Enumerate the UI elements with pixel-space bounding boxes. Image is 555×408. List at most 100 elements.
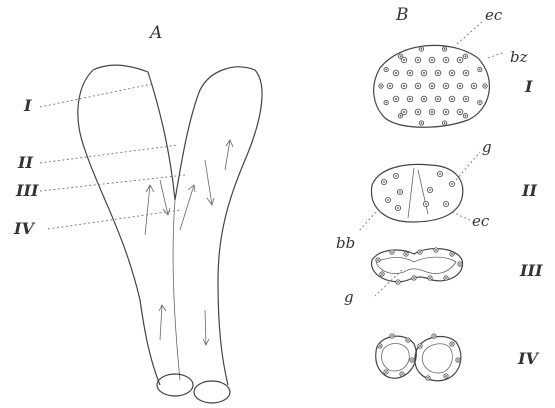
section-4-rim-cell-nucleus bbox=[385, 371, 387, 373]
section-2-cell-nucleus bbox=[397, 207, 399, 209]
vessel-outline bbox=[78, 65, 262, 385]
section-3-lumen bbox=[376, 257, 456, 273]
section-2-cell-nucleus bbox=[425, 203, 427, 205]
section-1-cell-nucleus bbox=[445, 59, 447, 61]
section-1-cell-nucleus bbox=[403, 59, 405, 61]
label-ec-top: ec bbox=[485, 6, 503, 24]
section-3-rim-cell-nucleus bbox=[445, 277, 447, 279]
leader-level-1 bbox=[40, 84, 152, 107]
section-1-cell-nucleus bbox=[417, 111, 419, 113]
section-4-rim-cell-nucleus bbox=[379, 345, 381, 347]
level-label-a-4: IV bbox=[13, 219, 35, 238]
panel-a-label: A bbox=[148, 23, 162, 43]
section-2-cell-nucleus bbox=[383, 181, 385, 183]
label-bb: bb bbox=[336, 234, 355, 252]
section-1-rim-cell-nucleus bbox=[421, 48, 423, 50]
section-1-rim-cell-nucleus bbox=[484, 85, 486, 87]
section-1-cell-nucleus bbox=[417, 59, 419, 61]
section-3-rim-cell-nucleus bbox=[391, 251, 393, 253]
section-4-right-lumen bbox=[422, 344, 452, 373]
section-4-rim-cell-nucleus bbox=[433, 335, 435, 337]
leader-ec-top bbox=[457, 22, 482, 44]
section-1-rim-cell-nucleus bbox=[385, 69, 387, 71]
section-1-rim-cell-nucleus bbox=[400, 115, 402, 117]
level-label-b-1: I bbox=[524, 77, 533, 96]
section-3-rim-cell-nucleus bbox=[413, 277, 415, 279]
section-2-cell-nucleus bbox=[429, 189, 431, 191]
level-label-b-2: II bbox=[521, 181, 537, 200]
section-2-cell-nucleus bbox=[445, 203, 447, 205]
panel-b-label: B bbox=[395, 5, 409, 25]
label-g-mid: g bbox=[482, 138, 492, 156]
section-4-rim-cell-nucleus bbox=[451, 343, 453, 345]
section-1-cell-nucleus bbox=[395, 72, 397, 74]
section-3-rim-cell-nucleus bbox=[419, 251, 421, 253]
section-1-cells bbox=[379, 47, 487, 125]
section-1-rim-cell-nucleus bbox=[385, 102, 387, 104]
cross-section-2: g ec bb bbox=[336, 138, 492, 252]
section-1-cell-nucleus bbox=[409, 72, 411, 74]
section-3-rim-cell-nucleus bbox=[405, 253, 407, 255]
section-3-rim-cell-nucleus bbox=[381, 273, 383, 275]
section-1-cell-nucleus bbox=[459, 85, 461, 87]
section-1-rim-cell-nucleus bbox=[444, 48, 446, 50]
leader-ec-mid bbox=[452, 212, 470, 220]
section-2-cell-nucleus bbox=[387, 199, 389, 201]
section-1-rim-cell-nucleus bbox=[400, 55, 402, 57]
vessel-septum bbox=[173, 200, 180, 380]
section-2-septum bbox=[408, 168, 428, 218]
level-leaders-a bbox=[40, 84, 185, 229]
level-label-a-2: II bbox=[17, 153, 33, 172]
section-1-cell-nucleus bbox=[473, 85, 475, 87]
section-1-rim-cell-nucleus bbox=[465, 115, 467, 117]
section-3-rim-cell-nucleus bbox=[435, 249, 437, 251]
section-1-cell-nucleus bbox=[423, 98, 425, 100]
section-1-cell-nucleus bbox=[437, 72, 439, 74]
section-1-cell-nucleus bbox=[403, 85, 405, 87]
section-1-rim-cell-nucleus bbox=[421, 122, 423, 124]
section-1-cell-nucleus bbox=[451, 72, 453, 74]
section-1-rim-cell-nucleus bbox=[444, 122, 446, 124]
section-4-cells bbox=[378, 334, 460, 380]
section-1-cell-nucleus bbox=[445, 111, 447, 113]
section-4-rim-cell-nucleus bbox=[401, 373, 403, 375]
label-ec-mid: ec bbox=[472, 212, 490, 230]
label-g-low: g bbox=[344, 288, 354, 306]
section-1-cell-nucleus bbox=[431, 111, 433, 113]
section-2-cell-nucleus bbox=[399, 191, 401, 193]
level-label-b-4: IV bbox=[517, 349, 539, 368]
section-1-cell-nucleus bbox=[431, 59, 433, 61]
section-4-rim-cell-nucleus bbox=[457, 359, 459, 361]
leader-bb bbox=[358, 212, 376, 232]
panel-b: B ec bz g ec bb g bbox=[336, 5, 543, 381]
section-1-cell-nucleus bbox=[451, 98, 453, 100]
section-1-cell-nucleus bbox=[417, 85, 419, 87]
section-1-rim-cell-nucleus bbox=[479, 102, 481, 104]
section-1-cell-nucleus bbox=[431, 85, 433, 87]
section-1-rim-cell-nucleus bbox=[465, 55, 467, 57]
flow-arrows bbox=[145, 140, 233, 345]
section-4-rim-cell-nucleus bbox=[391, 335, 393, 337]
section-1-cell-nucleus bbox=[445, 85, 447, 87]
section-1-cell-nucleus bbox=[437, 98, 439, 100]
section-1-cell-nucleus bbox=[395, 98, 397, 100]
cross-section-3: g bbox=[344, 248, 463, 306]
section-3-rim-cell-nucleus bbox=[377, 259, 379, 261]
section-1-cell-nucleus bbox=[459, 111, 461, 113]
section-2-cell-nucleus bbox=[451, 183, 453, 185]
section-1-cell-nucleus bbox=[465, 72, 467, 74]
section-1-cell-nucleus bbox=[403, 111, 405, 113]
panel-a: A I II III IV bbox=[13, 23, 262, 403]
leader-level-4 bbox=[48, 210, 180, 229]
level-label-a-3: III bbox=[15, 181, 39, 200]
section-4-rim-cell-nucleus bbox=[419, 345, 421, 347]
section-1-cell-nucleus bbox=[389, 85, 391, 87]
section-1-cell-nucleus bbox=[459, 59, 461, 61]
section-4-left-lumen bbox=[382, 344, 410, 372]
section-4-rim-cell-nucleus bbox=[411, 359, 413, 361]
section-1-cell-nucleus bbox=[465, 98, 467, 100]
section-1-cell-nucleus bbox=[409, 98, 411, 100]
leader-g-mid bbox=[456, 152, 480, 180]
cross-section-4 bbox=[376, 334, 461, 381]
